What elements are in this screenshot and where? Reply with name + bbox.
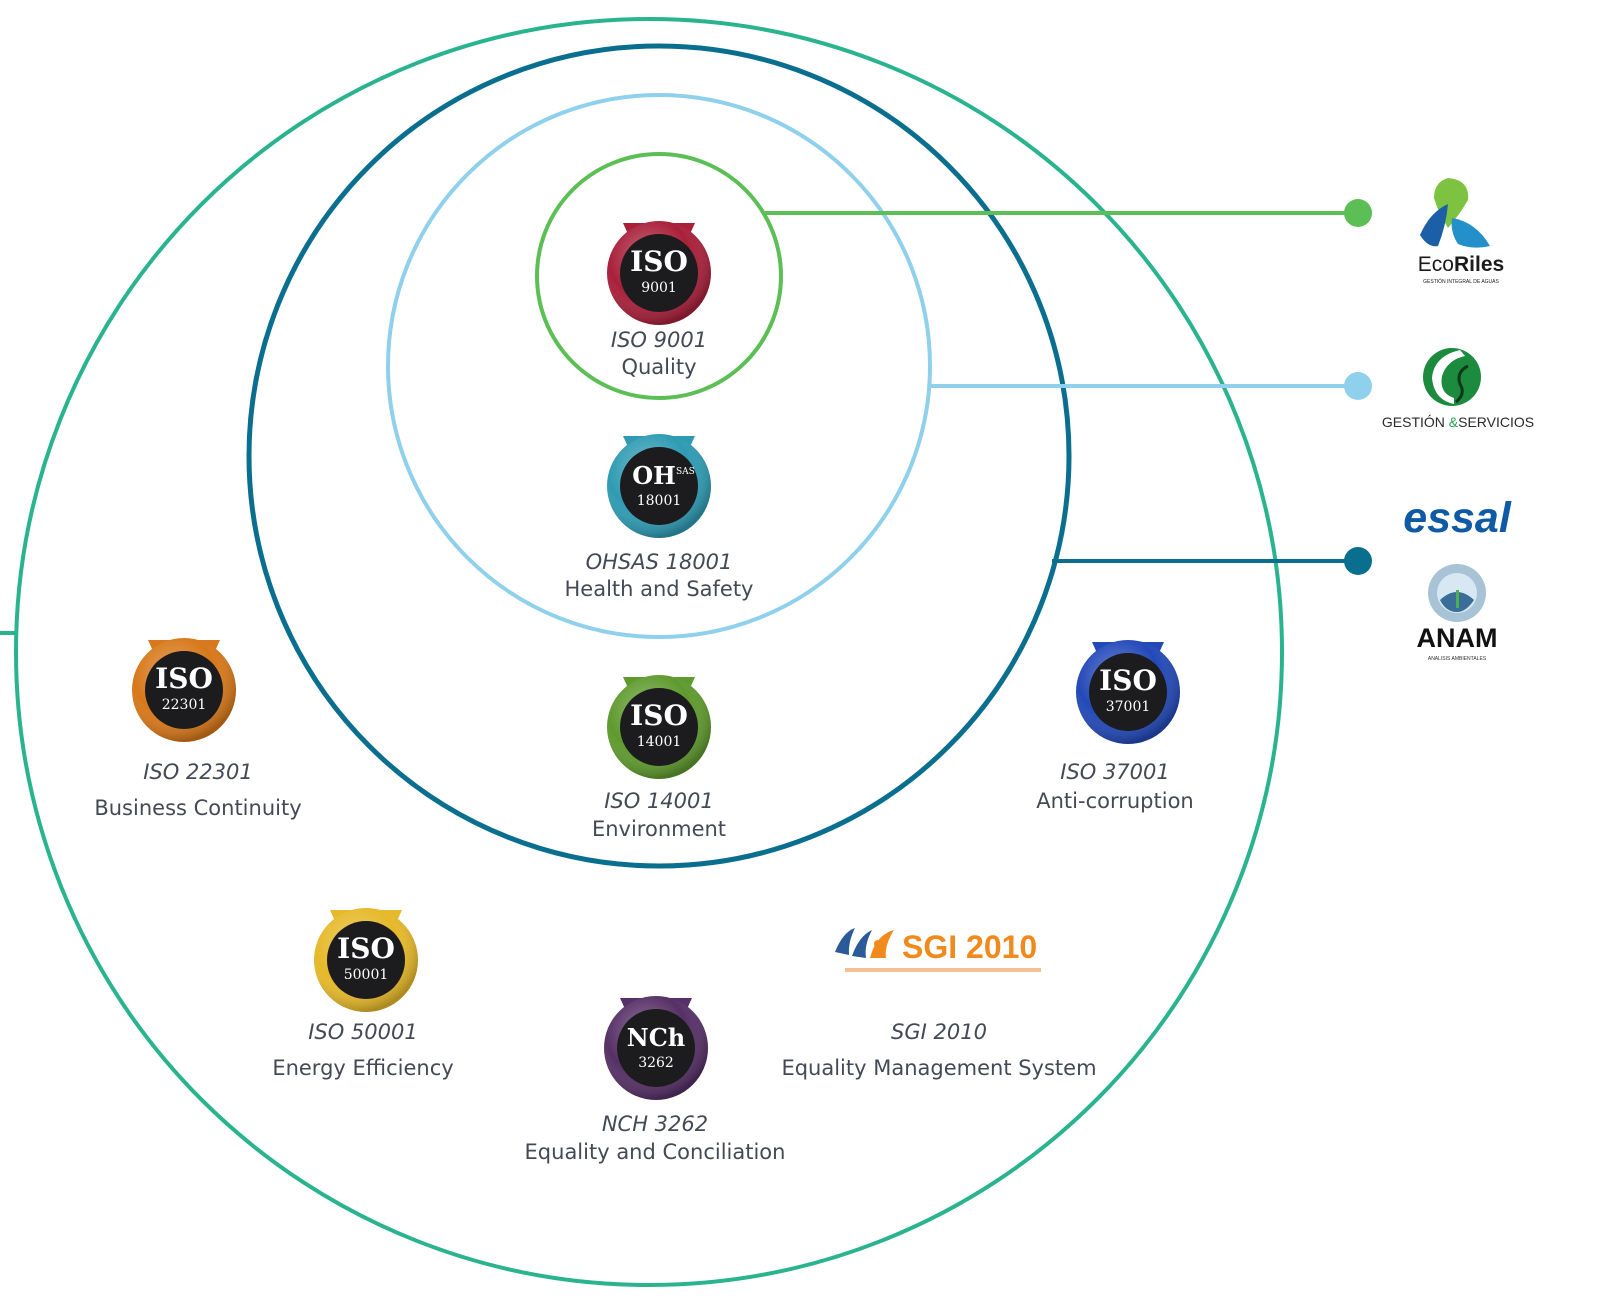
svg-text:18001: 18001 <box>637 493 682 509</box>
iso-14001-label: Environment <box>592 817 726 841</box>
svg-text:ISO: ISO <box>155 662 213 695</box>
inner-connector-dot <box>1344 372 1372 400</box>
svg-text:OH: OH <box>632 461 676 490</box>
svg-text:50001: 50001 <box>344 967 389 983</box>
iso-50001-badge: ISO 50001 <box>314 908 418 1012</box>
outer-ring <box>14 17 1284 1287</box>
nch-3262-badge: NCh 3262 <box>604 996 708 1100</box>
anam-wordmark: ANAM <box>1417 623 1498 653</box>
sgi-2010-logo-text: SGI 2010 <box>902 929 1037 965</box>
iso-37001-code: ISO 37001 <box>1060 760 1170 784</box>
iso-37001-badge: ISO 37001 <box>1076 640 1180 744</box>
anam-tagline: ANALISIS AMBIENTALES <box>1428 656 1487 662</box>
iso-14001-code: ISO 14001 <box>604 789 714 813</box>
svg-text:ISO: ISO <box>630 245 688 278</box>
iso-9001-badge: ISO 9001 <box>607 221 711 325</box>
iso-22301-badge: ISO 22301 <box>132 638 236 742</box>
gestion-servicios-logo <box>1423 348 1481 406</box>
sgi-2010-code: SGI 2010 <box>891 1020 987 1044</box>
svg-text:3262: 3262 <box>638 1055 674 1071</box>
iso-37001-label: Anti-corruption <box>1036 789 1193 813</box>
middle-ring <box>246 43 1072 869</box>
iso-9001-label: Quality <box>621 355 696 379</box>
svg-text:SAS: SAS <box>676 467 695 477</box>
svg-text:22301: 22301 <box>162 697 207 713</box>
inner-ring <box>386 93 932 639</box>
svg-text:ISO: ISO <box>1099 664 1157 697</box>
ecoriles-logo <box>1420 178 1490 248</box>
essal-logo: essal <box>1403 494 1512 542</box>
gestion-servicios-wordmark: GESTIÓN &SERVICIOS <box>1382 414 1534 430</box>
svg-text:ISO: ISO <box>630 699 688 732</box>
sgi-2010-logo: SGI 2010 <box>835 928 1041 972</box>
iso-14001-badge: ISO 14001 <box>607 675 711 779</box>
iso-22301-code: ISO 22301 <box>143 760 253 784</box>
iso-50001-code: ISO 50001 <box>308 1020 418 1044</box>
quality-connector-dot <box>1344 199 1372 227</box>
iso-50001-label: Energy Efficiency <box>272 1056 453 1080</box>
ecoriles-tagline: GESTIÓN INTEGRAL DE AGUAS <box>1423 278 1499 285</box>
anam-logo <box>1428 564 1486 622</box>
ohsas-18001-code: OHSAS 18001 <box>586 550 733 574</box>
ecoriles-wordmark: EcoRiles <box>1418 253 1504 276</box>
svg-text:37001: 37001 <box>1106 699 1151 715</box>
quality-ring <box>535 152 783 400</box>
sgi-2010-label: Equality Management System <box>781 1056 1096 1080</box>
ohsas-18001-badge: OH SAS 18001 <box>607 434 711 538</box>
nch-3262-label: Equality and Conciliation <box>525 1140 786 1164</box>
iso-22301-label: Business Continuity <box>94 796 301 820</box>
nch-3262-code: NCH 3262 <box>602 1112 708 1136</box>
iso-9001-code: ISO 9001 <box>611 328 707 352</box>
svg-text:9001: 9001 <box>641 280 677 296</box>
svg-text:14001: 14001 <box>637 734 682 750</box>
middle-connector-dot <box>1344 547 1372 575</box>
ohsas-18001-label: Health and Safety <box>565 577 754 601</box>
svg-text:ISO: ISO <box>337 932 395 965</box>
svg-text:NCh: NCh <box>627 1023 686 1052</box>
